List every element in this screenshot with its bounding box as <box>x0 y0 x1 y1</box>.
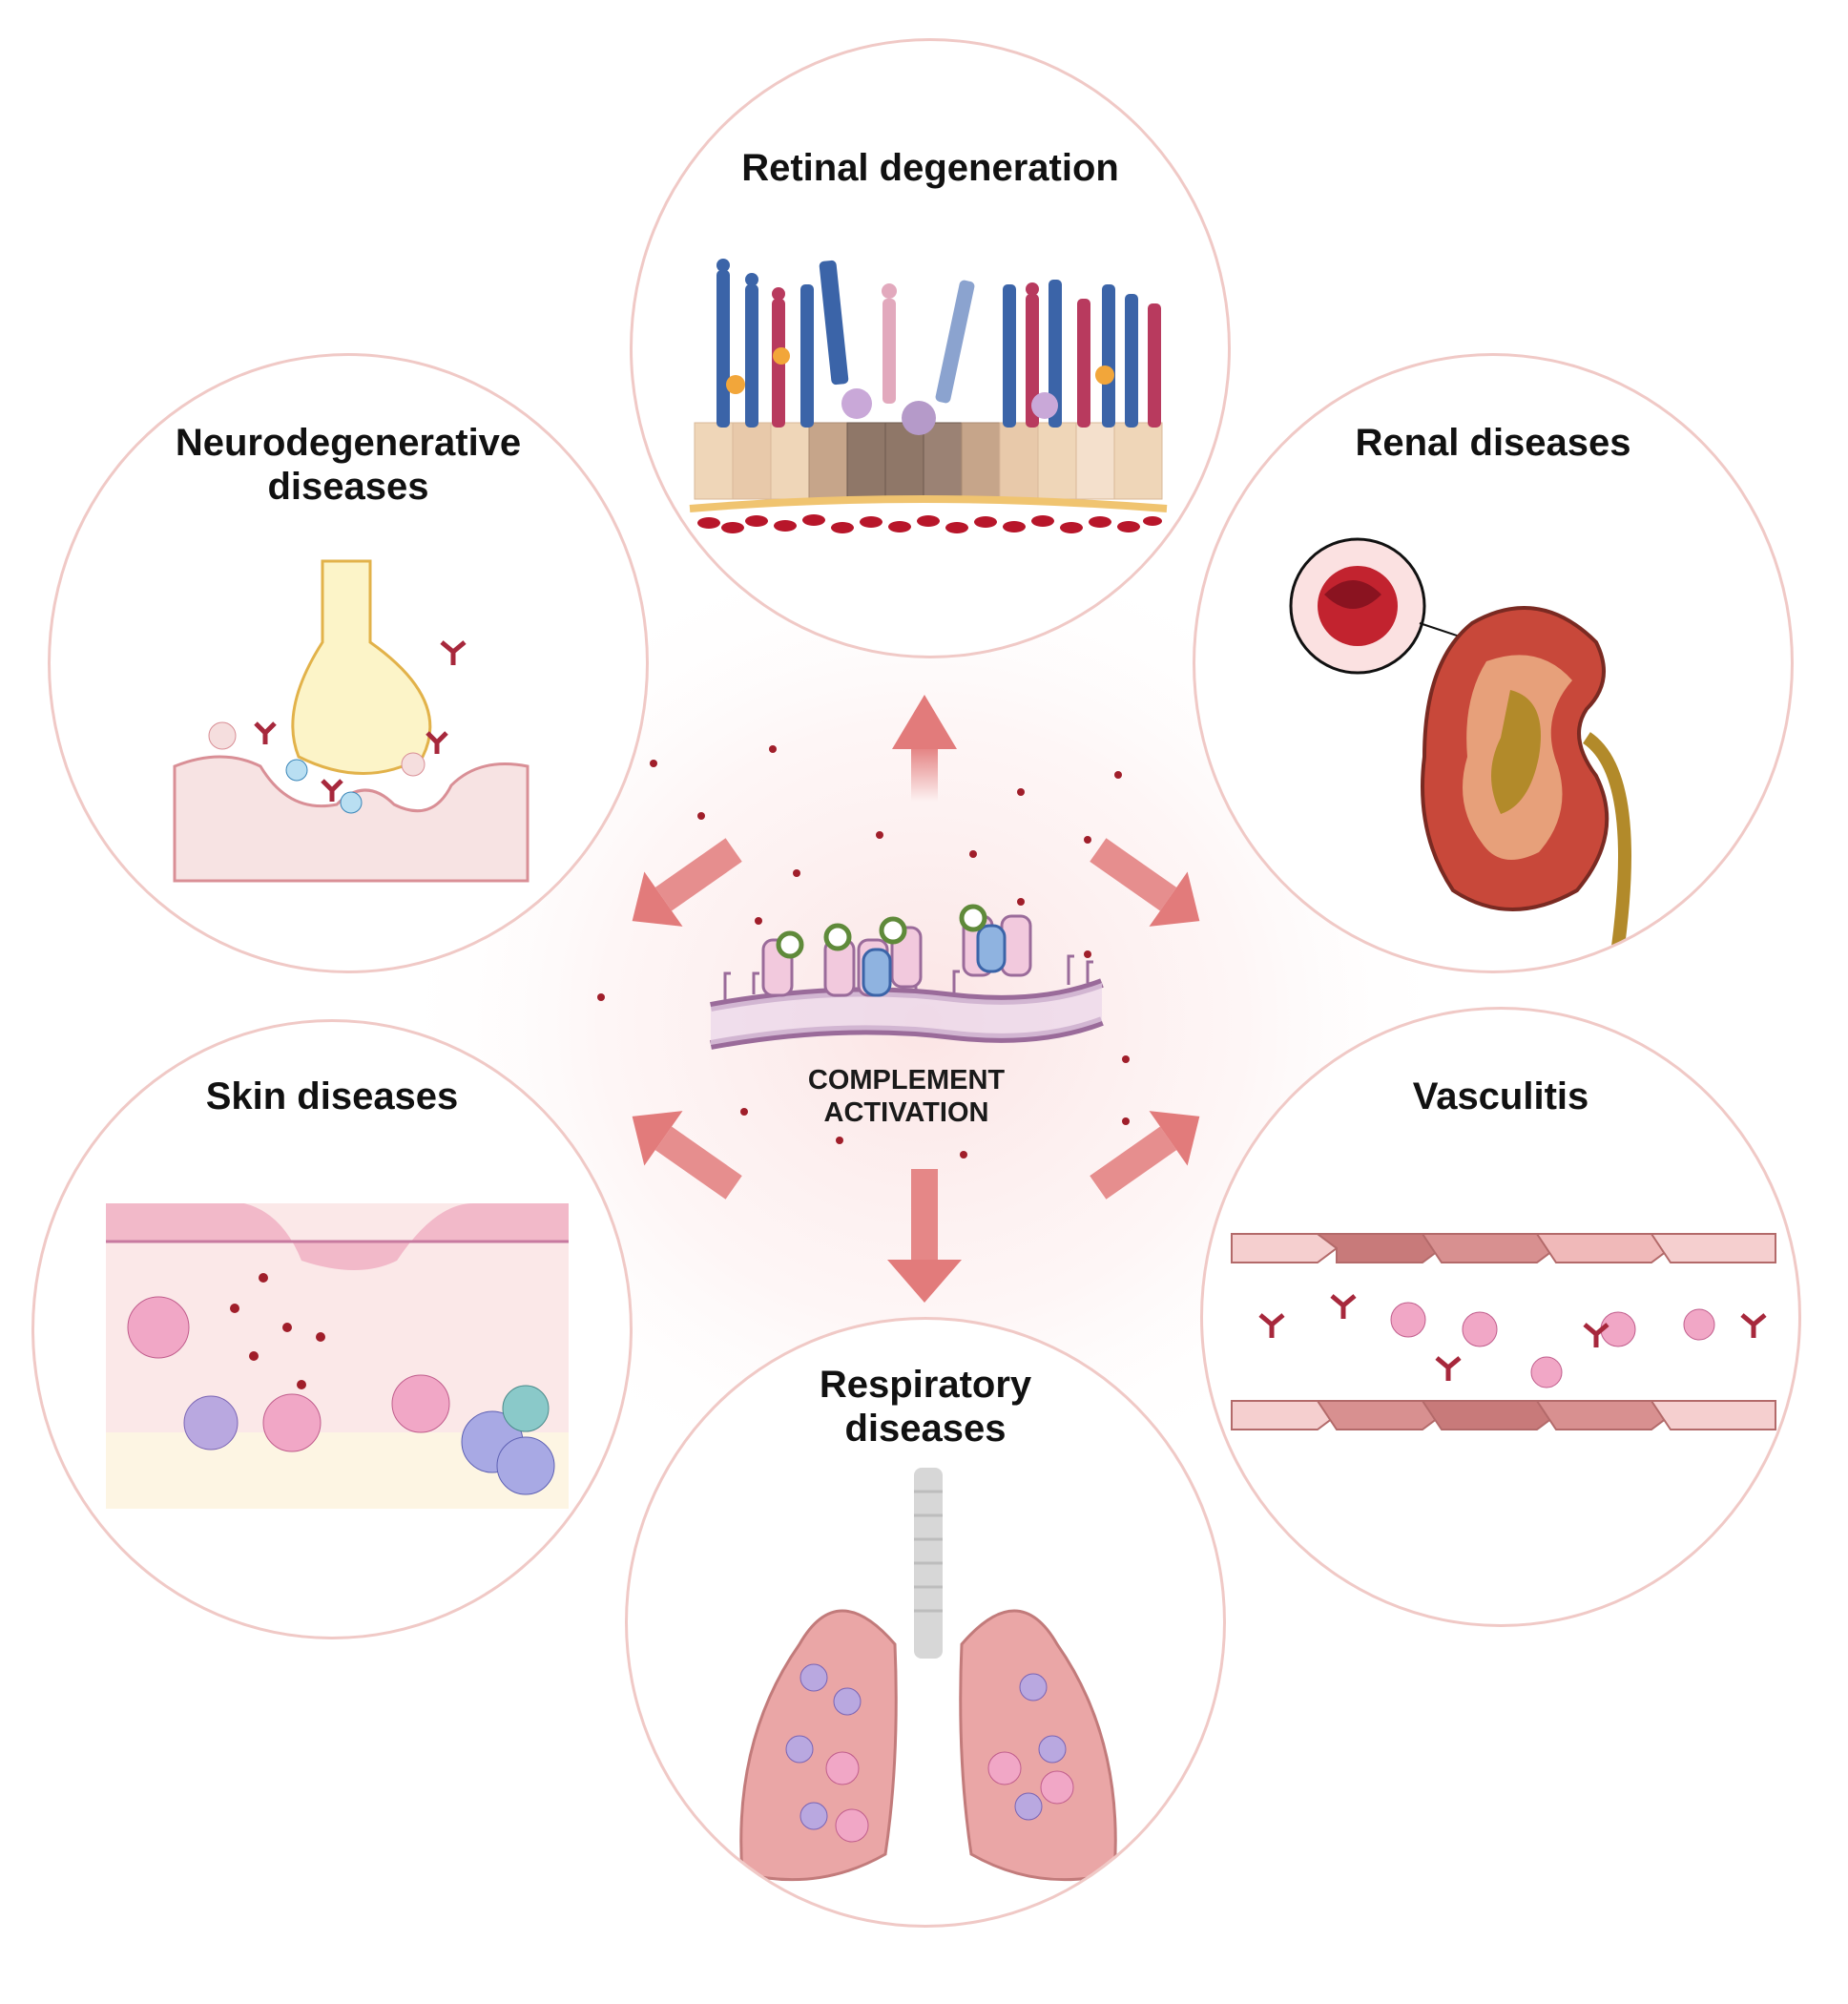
panel-renal-diseases: Renal diseases <box>1193 353 1794 973</box>
panel-vasculitis: Vasculitis <box>1200 1007 1801 1627</box>
photoreceptors <box>716 259 1161 428</box>
panel-skin-diseases: Skin diseases <box>31 1019 633 1639</box>
vessel-illustration <box>1231 1233 1776 1430</box>
kidney-illustration <box>1289 537 1631 969</box>
panel-neurodegenerative-diseases: Neurodegenerative diseases <box>48 353 649 973</box>
antibodies <box>254 640 467 802</box>
panel-title: Vasculitis <box>1412 1075 1589 1117</box>
panel-title: Neurodegenerative diseases <box>51 421 646 509</box>
panel-title: Renal diseases <box>1355 422 1631 464</box>
panel-title: Skin diseases <box>205 1075 459 1117</box>
panel-title: Respiratory diseases <box>628 1363 1223 1451</box>
blood-cells <box>697 514 1162 533</box>
panel-title-line1: Respiratory <box>819 1364 1032 1406</box>
center-label: COMPLEMENT ACTIVATION <box>782 1064 1030 1129</box>
skin-illustration <box>106 1203 569 1509</box>
panel-title-line2: diseases <box>844 1408 1007 1450</box>
panel-title-line1: Neurodegenerative <box>175 422 522 464</box>
panel-title: Retinal degeneration <box>741 147 1119 189</box>
lung-illustration <box>739 1468 1117 1882</box>
complement-fragments <box>597 745 1130 1159</box>
panel-retinal-degeneration: Retinal degeneration <box>630 38 1231 658</box>
rpe-cells <box>694 422 1163 500</box>
panel-respiratory-diseases: Respiratory diseases <box>625 1317 1226 1928</box>
panel-title-line2: diseases <box>267 466 429 508</box>
retina-illustration <box>689 259 1168 533</box>
center-label-line2: ACTIVATION <box>823 1097 989 1128</box>
synapse-illustration <box>173 559 529 883</box>
antibodies <box>1258 1294 1767 1381</box>
astrocytes <box>726 347 1114 394</box>
center-label-line1: COMPLEMENT <box>807 1065 1006 1096</box>
